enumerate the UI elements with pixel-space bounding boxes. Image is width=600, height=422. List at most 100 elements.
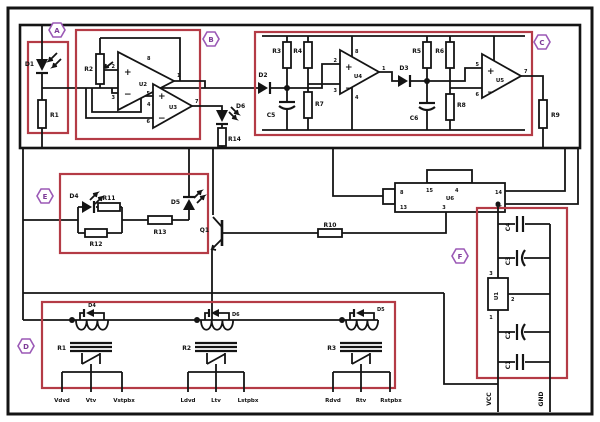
photodiode-d1-icon xyxy=(36,59,48,71)
relay-switch-icon xyxy=(351,353,371,365)
terminal-wires xyxy=(187,364,245,392)
region-b-opamp-stage: R2 + − U2 2 3 8 1 4 + − U3 5 6 7 xyxy=(74,28,206,141)
u5-pin7: 7 xyxy=(524,69,528,75)
resistor-r6 xyxy=(445,41,455,69)
badge-c: C xyxy=(539,39,544,47)
relay-coil-icon xyxy=(200,319,234,331)
terminal-vtv: Vtv xyxy=(86,398,97,404)
terminal-vstpbx: Vstpbx xyxy=(113,398,135,404)
label-c6: C6 xyxy=(410,115,419,122)
label-r13: R13 xyxy=(154,229,167,236)
label-r1: R1 xyxy=(50,112,59,119)
u2-pin4: 4 xyxy=(147,102,151,108)
u2-minus: − xyxy=(124,90,132,100)
flyback-wires xyxy=(79,312,105,320)
badge-e-hexagon-icon xyxy=(36,188,54,204)
resistor-r13 xyxy=(147,215,173,225)
label-d4-led: D4 xyxy=(69,193,78,200)
junction-dot xyxy=(69,317,75,323)
relay-core-bars xyxy=(340,341,382,353)
label-d6-led: D6 xyxy=(236,103,245,110)
badge-c-hexagon-icon xyxy=(533,34,551,50)
resistor-r4 xyxy=(303,41,313,69)
region-c-box xyxy=(253,30,534,137)
resistor-r10 xyxy=(317,228,343,238)
u5-input-wires xyxy=(427,67,482,130)
u3-pin5: 5 xyxy=(147,91,151,97)
terminal-vdvd: Vdvd xyxy=(54,398,70,404)
u2-output-wire xyxy=(174,80,206,88)
label-r2: R2 xyxy=(84,66,93,73)
label-u2: U2 xyxy=(139,82,147,88)
interconnect-wires xyxy=(22,148,214,320)
base-wire xyxy=(222,212,447,234)
label-u3: U3 xyxy=(169,105,177,111)
label-r4: R4 xyxy=(293,48,302,55)
badge-d: D xyxy=(23,343,29,351)
label-r14: R14 xyxy=(228,136,241,143)
u4-pin8: 8 xyxy=(355,49,359,55)
led-d6-indicator: D6 R14 xyxy=(192,103,245,148)
u2-pin1: 1 xyxy=(177,73,181,79)
label-gnd: GND xyxy=(538,392,545,407)
resistor-r8 xyxy=(445,93,455,121)
relay-r3: D5 R3 xyxy=(327,307,391,392)
pot-wiper-arrow-icon xyxy=(104,61,114,69)
diode-d6-relay-icon xyxy=(211,309,219,317)
diode-d5-relay-icon xyxy=(356,309,364,317)
label-r8: R8 xyxy=(457,102,466,109)
relay-switch-icon xyxy=(206,353,226,365)
light-arrows-icon xyxy=(46,52,62,69)
u4-pin1: 1 xyxy=(382,66,386,72)
region-c-filter-stage: D2 R3 R4 C5 R7 + − U4 2 3 8 1 4 D3 R5 xyxy=(253,30,560,148)
wire xyxy=(379,71,398,82)
label-r3: R3 xyxy=(272,48,281,55)
cap-c5-curved-plate xyxy=(278,105,296,111)
label-c2: C2 xyxy=(505,331,512,340)
opamp-u3 xyxy=(152,82,194,130)
label-relay3: R3 xyxy=(327,345,336,352)
cap-c6-curved-plate xyxy=(418,106,436,112)
label-c1: C1 xyxy=(505,361,512,370)
region-a-photodiode-stage: D1 R1 xyxy=(25,25,70,148)
label-d1: D1 xyxy=(25,61,34,68)
label-d3: D3 xyxy=(399,65,408,72)
label-c3: C3 xyxy=(505,257,512,266)
opamp-u2 xyxy=(117,50,176,112)
q1-collector-emitter xyxy=(210,216,223,320)
region-e-led-network: D4 R11 R12 R13 D5 xyxy=(58,172,210,255)
diode-d4-relay-icon xyxy=(86,309,94,317)
u6-pin15: 15 xyxy=(426,188,433,194)
top-section-box xyxy=(18,23,582,150)
u4-plus: + xyxy=(345,63,353,73)
label-c4: C4 xyxy=(505,223,512,232)
u5-output-wire xyxy=(521,75,544,148)
u3-plus: + xyxy=(158,92,166,102)
label-d2: D2 xyxy=(258,72,267,79)
u6-pin14: 14 xyxy=(495,190,502,196)
label-r5: R5 xyxy=(412,48,421,55)
u5-minus: − xyxy=(487,88,495,98)
label-u6: U6 xyxy=(446,196,454,202)
resistor-r1 xyxy=(37,99,47,129)
terminal-rstpbx: Rstpbx xyxy=(380,398,402,404)
flyback-wires xyxy=(204,312,230,320)
label-relay2: R2 xyxy=(182,345,191,352)
u5-pin6: 6 xyxy=(476,92,480,98)
resistor-r12 xyxy=(84,228,108,238)
resistor-r9 xyxy=(538,99,548,129)
u6-pin13: 13 xyxy=(400,205,407,211)
terminal-rdvd: Rdvd xyxy=(325,398,341,404)
region-d-box xyxy=(40,300,397,390)
cap-c3-curved-plate xyxy=(520,249,526,267)
badge-d-hexagon-icon xyxy=(17,338,35,354)
label-q1: Q1 xyxy=(200,227,209,234)
badge-f: F xyxy=(458,253,463,261)
relay-r2: D6 R2 xyxy=(182,309,245,392)
resistor-r3 xyxy=(282,41,292,69)
region-badges: A B C D E F xyxy=(17,22,551,354)
controller-ic-u6: U6 8 13 15 4 14 16 3 xyxy=(332,148,579,213)
wires xyxy=(77,206,190,234)
label-r6: R6 xyxy=(435,48,444,55)
terminal-lstpbx: Lstpbx xyxy=(238,398,259,404)
